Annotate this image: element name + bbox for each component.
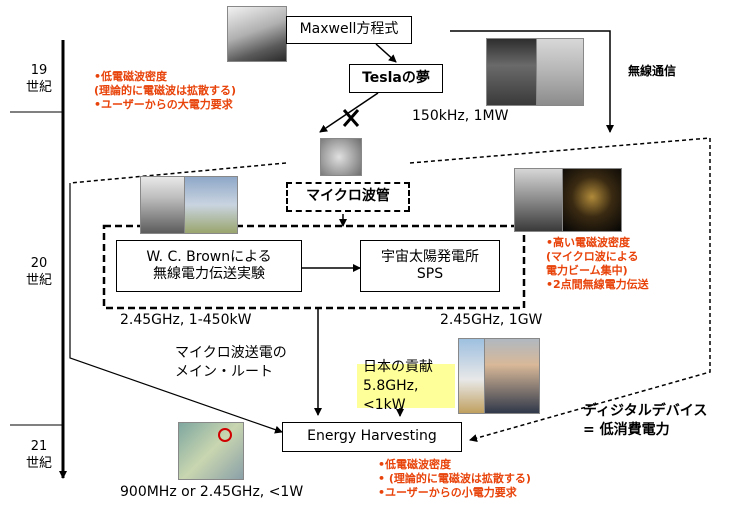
tesla-node: Teslaの夢 [349,64,443,93]
magnetron-photo [320,138,362,176]
arrow-left-to-eh [69,183,283,434]
antenna-dish-photo [184,176,238,234]
digital-device-label: ディジタルデバイス = 低消費電力 [583,403,708,438]
c19-notes: •低電磁波密度 (理論的に電磁波は拡散する) •ユーザーからの大電力要求 [94,70,237,111]
maxwell-portrait-photo [227,6,287,62]
arrow-wireless-comm [450,30,614,133]
tesla-spec-label: 150kHz, 1MW [412,108,509,124]
sps-portrait-photo [514,168,564,232]
arrow-tesla-fail [319,92,379,133]
tesla-tower-photo [536,38,584,106]
dashed-right-branch [409,137,711,164]
tesla-photo [486,38,540,106]
brown-experiment-node: W. C. Brownによる 無線電力伝送実験 [116,240,302,292]
dashed-left-branch [69,162,287,184]
energy-harvesting-node: Energy Harvesting [282,422,462,452]
c21-notes: •低電磁波密度 • (理論的に電磁波は拡散する) •ユーザーからの小電力要求 [378,458,531,499]
japan-contribution-box: 日本の貢献 5.8GHz, <1kW [357,359,455,413]
energy-harvesting-spec-label: 900MHz or 2.45GHz, <1W [120,484,304,500]
main-route-label: マイクロ波送電の メイン・ルート [175,345,287,380]
satellite-photo [562,168,622,232]
arrow-maxwell-tesla [375,43,397,63]
sps-node: 宇宙太陽発電所 SPS [360,240,500,292]
x-mark-b [342,109,360,127]
brown-spec-label: 2.45GHz, 1-450kW [120,312,252,328]
experiment-group-border [102,224,526,310]
brown-portrait-photo [140,176,186,234]
c20-notes: •高い電磁波密度 (マイクロ波による 電力ビーム集中) •2点間無線電力伝送 [546,236,649,291]
japan-portrait-photo [484,338,540,414]
maxwell-node: Maxwell方程式 [286,16,412,44]
japan-tower-photo [458,338,486,414]
sps-spec-label: 2.45GHz, 1GW [440,312,543,328]
wireless-comm-label: 無線通信 [628,64,677,78]
energy-harvesting-photo [178,422,244,480]
arrow-right-to-eh [469,138,711,442]
microwave-tube-node: マイクロ波管 [286,182,410,212]
pointer-icon [218,428,232,442]
